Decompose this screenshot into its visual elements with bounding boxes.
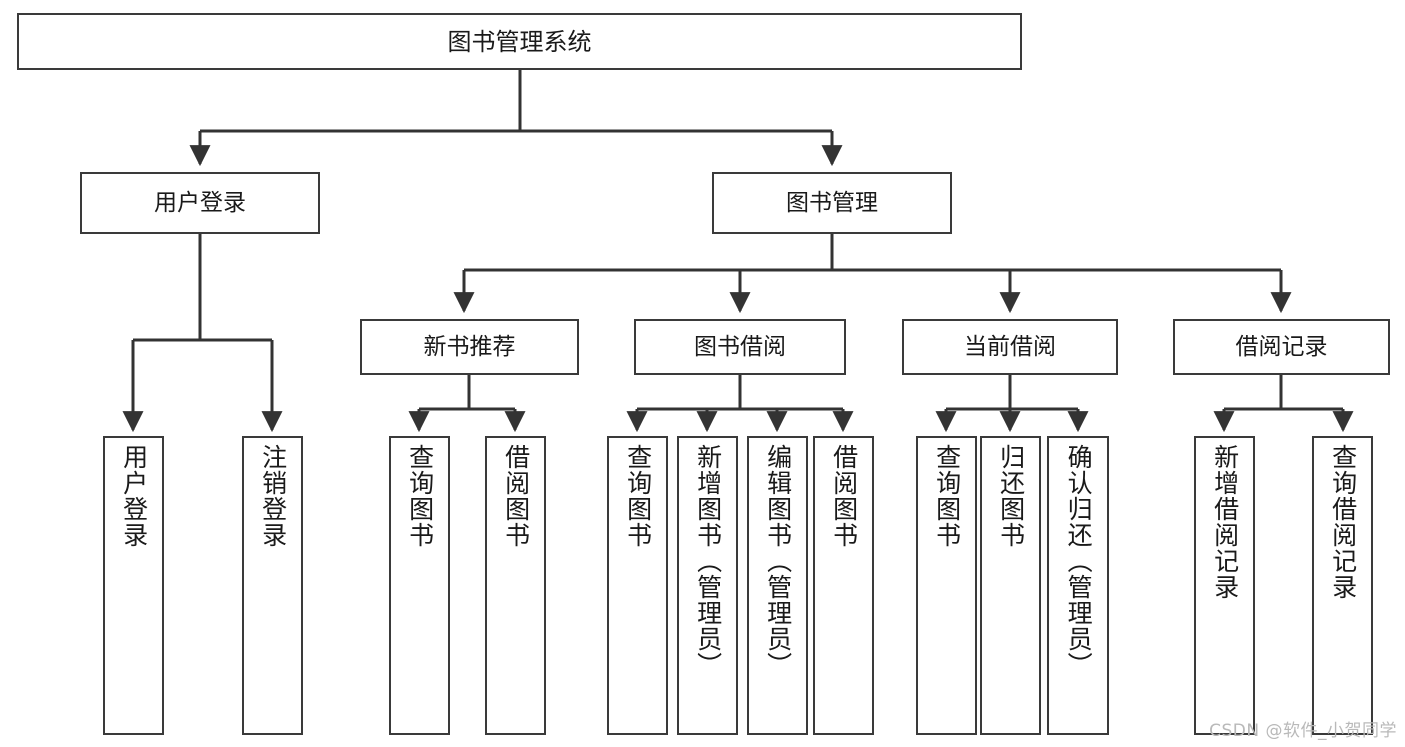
node-label: 查询图书 [405, 444, 435, 548]
leaf-edit-book-admin[interactable]: 编辑图书（管理员） [747, 436, 808, 735]
node-label: 图书借阅 [694, 333, 786, 360]
node-label: 查询图书 [623, 444, 653, 548]
leaf-query-book-borrow[interactable]: 查询图书 [607, 436, 668, 735]
node-label: 新书推荐 [423, 333, 516, 360]
leaf-query-book-current[interactable]: 查询图书 [916, 436, 977, 735]
csdn-watermark: CSDN @软件_小贺同学 [1209, 721, 1397, 741]
node-label: 用户登录 [119, 444, 149, 548]
leaf-query-borrow-record[interactable]: 查询借阅记录 [1312, 436, 1373, 735]
node-label: 借阅图书 [829, 444, 859, 548]
node-label: 编辑图书（管理员） [763, 444, 793, 678]
node-current-borrow[interactable]: 当前借阅 [902, 319, 1118, 375]
leaf-return-book[interactable]: 归还图书 [980, 436, 1041, 735]
node-label: 查询借阅记录 [1328, 444, 1358, 600]
node-label: 新增借阅记录 [1210, 444, 1240, 600]
leaf-add-book-admin[interactable]: 新增图书（管理员） [677, 436, 738, 735]
leaf-borrow-book[interactable]: 借阅图书 [813, 436, 874, 735]
node-label: 归还图书 [996, 444, 1026, 548]
leaf-borrow-book-recommend[interactable]: 借阅图书 [485, 436, 546, 735]
leaf-add-borrow-record[interactable]: 新增借阅记录 [1194, 436, 1255, 735]
leaf-query-book-recommend[interactable]: 查询图书 [389, 436, 450, 735]
leaf-user-login[interactable]: 用户登录 [103, 436, 164, 735]
leaf-confirm-return-admin[interactable]: 确认归还（管理员） [1047, 436, 1109, 735]
node-user-login[interactable]: 用户登录 [80, 172, 320, 234]
node-label: 注销登录 [258, 444, 288, 548]
node-borrow-records[interactable]: 借阅记录 [1173, 319, 1390, 375]
leaf-logout[interactable]: 注销登录 [242, 436, 303, 735]
node-label: 图书管理 [786, 189, 878, 216]
node-label: 当前借阅 [964, 333, 1056, 360]
node-label: 查询图书 [932, 444, 962, 548]
node-book-management[interactable]: 图书管理 [712, 172, 952, 234]
node-root-library-system[interactable]: 图书管理系统 [17, 13, 1022, 70]
node-new-book-recommend[interactable]: 新书推荐 [360, 319, 579, 375]
node-label: 用户登录 [154, 189, 246, 216]
node-label: 确认归还（管理员） [1064, 444, 1094, 678]
node-label: 借阅图书 [501, 444, 531, 548]
node-label: 借阅记录 [1235, 333, 1328, 360]
node-label: 新增图书（管理员） [693, 444, 723, 678]
node-book-borrow[interactable]: 图书借阅 [634, 319, 846, 375]
node-label: 图书管理系统 [447, 27, 592, 56]
